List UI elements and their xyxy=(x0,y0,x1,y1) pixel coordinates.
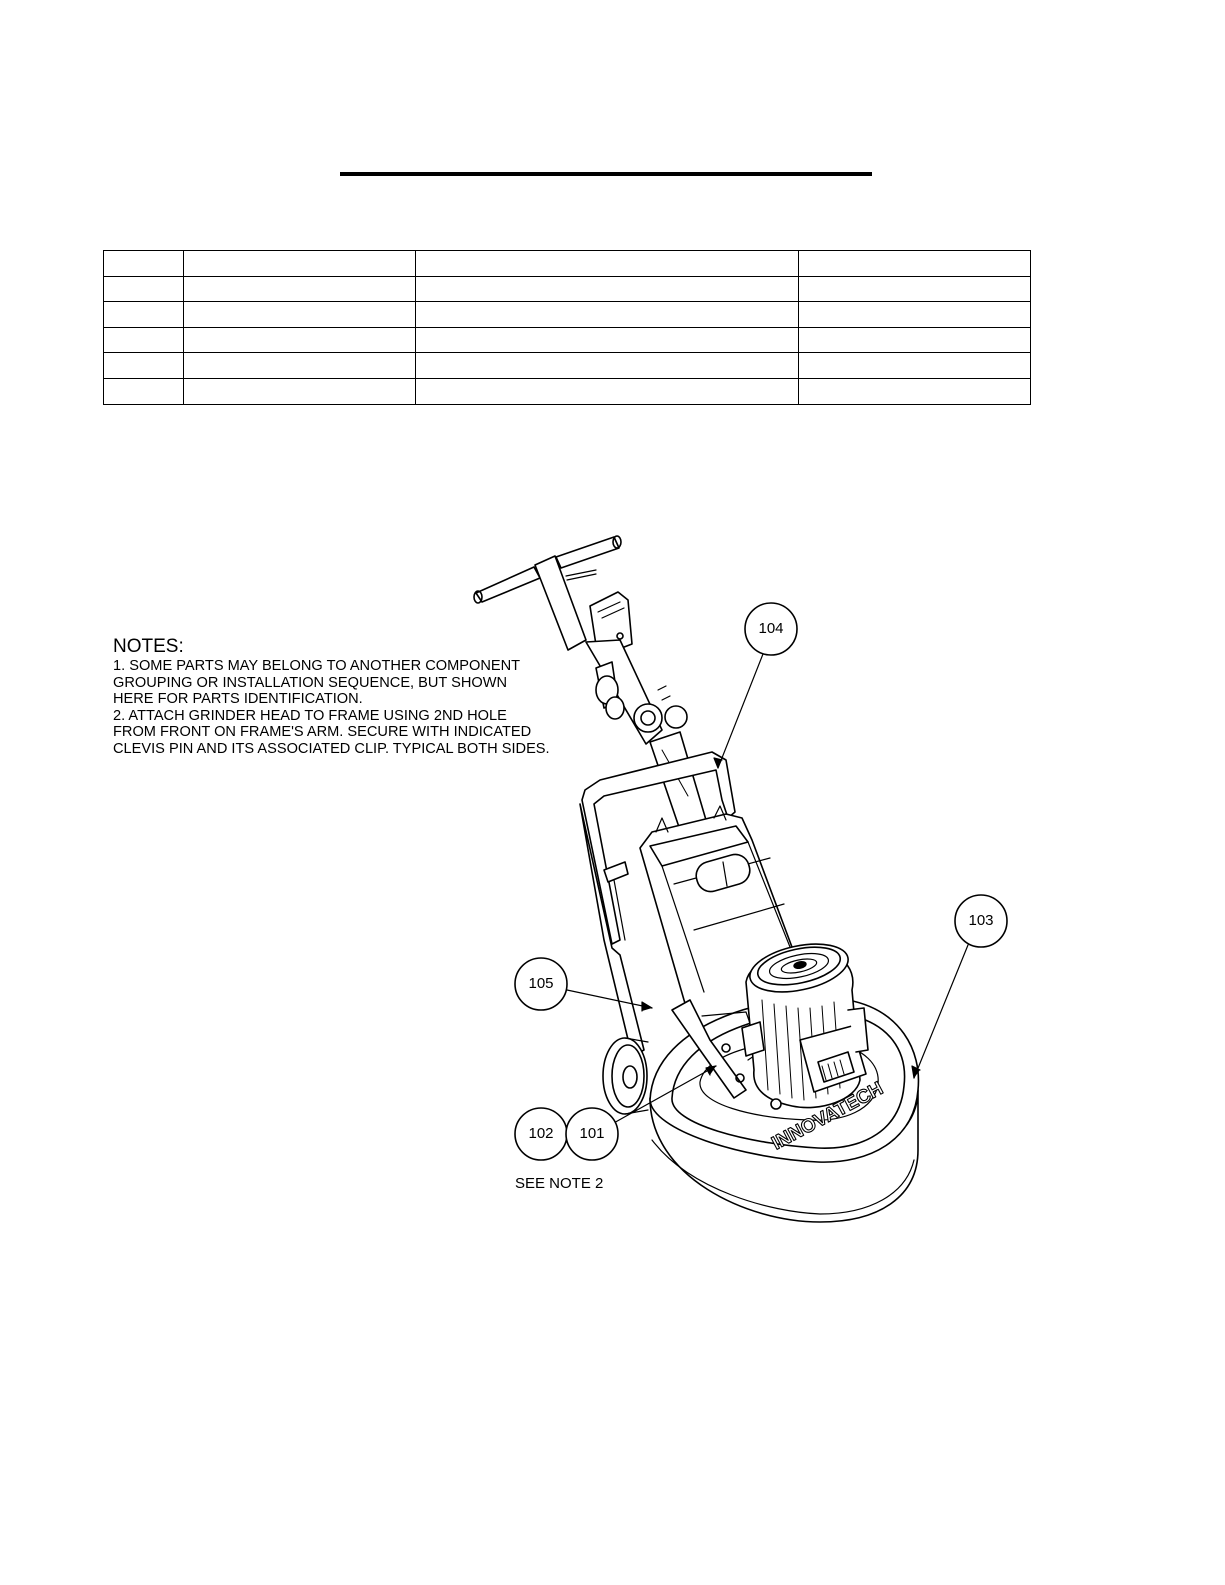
table-row xyxy=(103,326,1031,354)
table-row xyxy=(103,250,1031,277)
table-cell xyxy=(798,275,1031,303)
callout-label: 101 xyxy=(579,1125,604,1142)
notes-heading: NOTES: xyxy=(113,636,184,657)
see-note-label: SEE NOTE 2 xyxy=(515,1175,603,1192)
table-cell xyxy=(798,377,1031,405)
callout-label: 104 xyxy=(758,620,783,637)
note-line: CLEVIS PIN AND ITS ASSOCIATED CLIP. TYPI… xyxy=(113,740,550,757)
callout-label: 105 xyxy=(528,975,553,992)
parts-table xyxy=(103,250,1031,405)
callout-102: 102 xyxy=(514,1107,568,1161)
callout-104: 104 xyxy=(744,602,798,656)
callout-105: 105 xyxy=(514,957,568,1011)
frame xyxy=(579,751,736,1057)
table-cell xyxy=(183,377,416,405)
motor xyxy=(741,943,869,1110)
table-cell xyxy=(103,326,184,354)
wheel xyxy=(602,1037,649,1115)
note-line: GROUPING OR INSTALLATION SEQUENCE, BUT S… xyxy=(113,674,508,691)
leader-lines xyxy=(566,653,969,1125)
handle-assembly xyxy=(473,535,688,745)
notes-block: NOTES: 1. SOME PARTS MAY BELONG TO ANOTH… xyxy=(113,636,673,757)
table-row xyxy=(103,301,1031,328)
note-line: HERE FOR PARTS IDENTIFICATION. xyxy=(113,691,363,707)
table-cell xyxy=(798,250,1031,277)
note-line: 2. ATTACH GRINDER HEAD TO FRAME USING 2N… xyxy=(113,707,507,724)
callout-label: 103 xyxy=(968,912,993,929)
table-row xyxy=(103,377,1031,405)
note-line: 1. SOME PARTS MAY BELONG TO ANOTHER COMP… xyxy=(113,658,521,674)
callout-101: 101 xyxy=(565,1107,619,1161)
table-cell xyxy=(103,301,184,328)
callout-label: 102 xyxy=(528,1125,553,1142)
note-line: FROM FRONT ON FRAME'S ARM. SECURE WITH I… xyxy=(113,724,532,740)
title-underline xyxy=(340,172,872,176)
table-cell xyxy=(415,275,799,303)
callout-103: 103 xyxy=(954,894,1008,948)
table-cell xyxy=(798,301,1031,328)
table-cell xyxy=(415,377,799,405)
